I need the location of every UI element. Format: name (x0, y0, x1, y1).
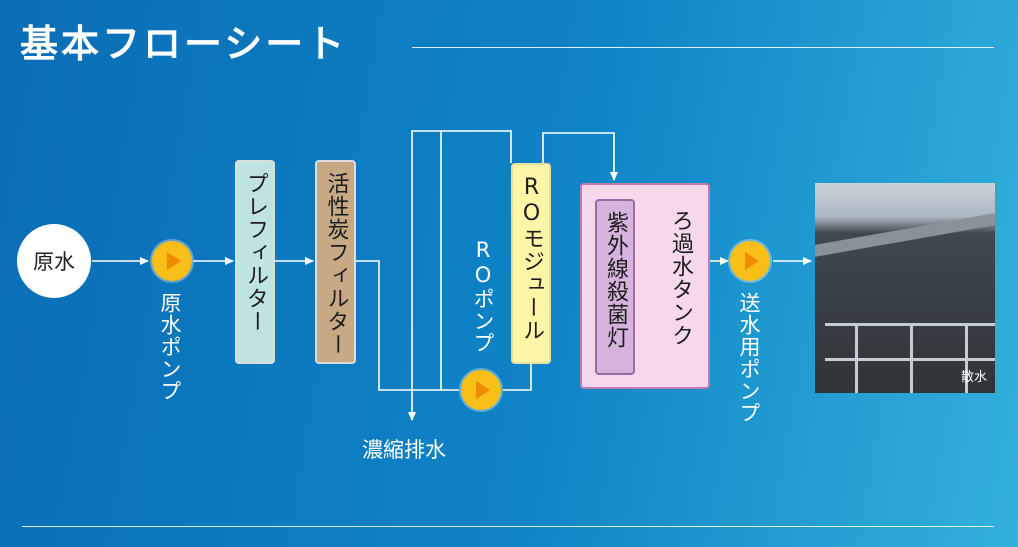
photo-caption: 散水 (960, 370, 987, 385)
raw-water-pump-icon (152, 241, 192, 281)
photo-rail-post-2 (910, 323, 913, 393)
ro-pump-icon (461, 370, 501, 410)
carbon-filter-box: 活性炭フィルター (315, 160, 356, 364)
filtered-tank-label: ろ過水タンク (668, 209, 693, 347)
title-rule (412, 47, 994, 48)
raw-water-pump-label: 原水ポンプ (158, 292, 182, 402)
photo-rail-post-1 (855, 323, 858, 393)
raw-water-node: 原水 (17, 224, 91, 298)
supply-pump-icon (730, 241, 770, 281)
ro-module-box: ROモジュール (511, 163, 551, 364)
concentrate-drain-label: 濃縮排水 (362, 438, 446, 462)
ro-pump-label: ROポンプ (471, 238, 495, 354)
photo-pipe (815, 213, 995, 257)
uv-lamp-box: 紫外線殺菌灯 (595, 199, 635, 375)
supply-pump-label: 送水用ポンプ (737, 292, 761, 424)
bottom-rule (22, 526, 994, 527)
photo-rail-post-3 (965, 323, 968, 393)
prefilter-box: プレフィルター (235, 160, 275, 364)
sprinkling-photo: 散水 (815, 183, 995, 393)
page-title: 基本フローシート (20, 22, 348, 66)
filtered-water-tank: 紫外線殺菌灯 ろ過水タンク (580, 183, 710, 389)
